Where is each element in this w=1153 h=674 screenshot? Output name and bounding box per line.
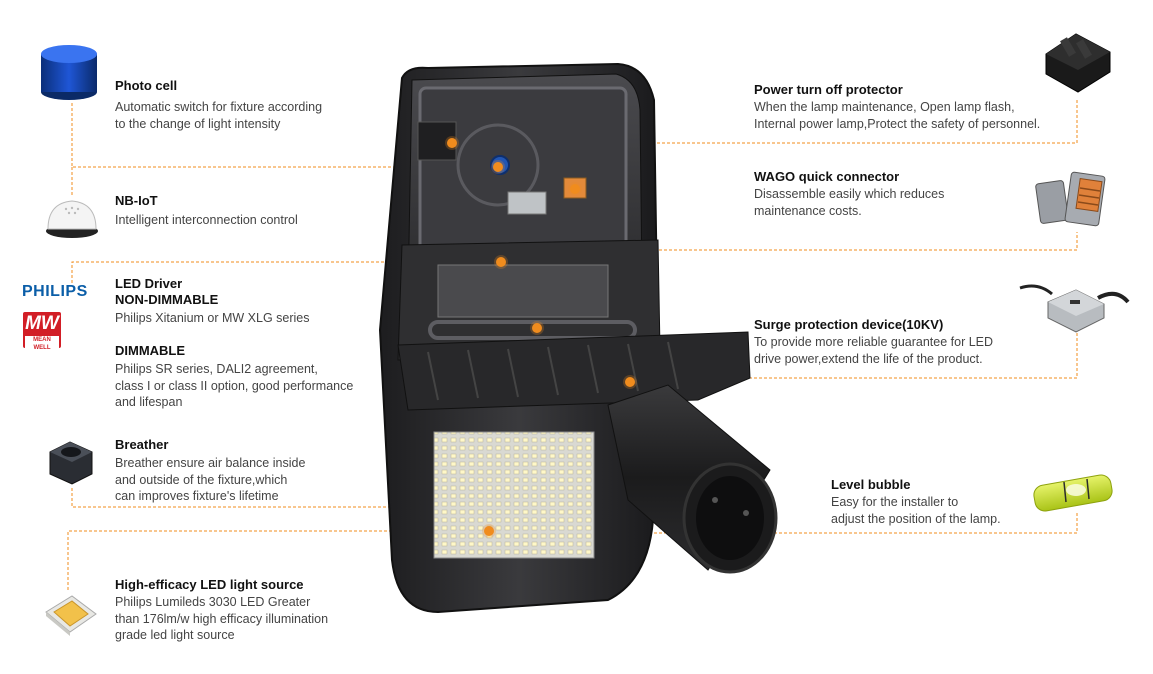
led-source-desc-line: grade led light source: [115, 628, 235, 642]
non-dimmable-desc: Philips Xitanium or MW XLG series: [115, 311, 310, 325]
surge-title: Surge protection device(10KV): [754, 317, 944, 332]
led-source-desc-line: Philips Lumileds 3030 LED Greater: [115, 595, 311, 609]
wago-connector-icon: [1035, 171, 1106, 227]
non-dimmable-subtitle: NON-DIMMABLE: [115, 292, 219, 307]
surge-desc: To provide more reliable guarantee for L…: [754, 334, 993, 367]
surge-desc-line: To provide more reliable guarantee for L…: [754, 335, 994, 349]
dimmable-subtitle: DIMMABLE: [115, 343, 186, 358]
breather-desc-line: Breather ensure air balance inside: [115, 456, 306, 470]
street-light-fixture-icon: [378, 62, 778, 614]
marker-surge: [532, 323, 542, 333]
wago-desc: Disassemble easily which reduces mainten…: [754, 186, 944, 219]
dimmable-desc-line: class I or class II option, good perform…: [115, 378, 354, 393]
marker-led-source: [484, 526, 494, 536]
surge-desc-line: drive power,extend the life of the produ…: [754, 351, 983, 366]
photo-cell-title: Photo cell: [115, 78, 178, 93]
power-protector-title: Power turn off protector: [754, 82, 903, 97]
marker-led-driver: [496, 257, 506, 267]
wago-desc-line: maintenance costs.: [754, 203, 862, 218]
breather-desc: Breather ensure air balance inside and o…: [115, 455, 305, 505]
dimmable-desc: Philips SR series, DALI2 agreement, clas…: [115, 361, 353, 411]
dimmable-desc-line: and lifespan: [115, 395, 183, 409]
marker-wago: [570, 184, 580, 194]
mean-well-logo: MW MEAN WELL: [23, 312, 61, 352]
led-source-desc-line: than 176lm/w high efficacy illumination: [115, 611, 329, 626]
level-bubble-desc: Easy for the installer to adjust the pos…: [831, 494, 1001, 527]
nb-iot-module-icon: [46, 200, 98, 238]
marker-power-protector: [447, 138, 457, 148]
led-chip-icon: [45, 595, 97, 636]
wago-title: WAGO quick connector: [754, 169, 900, 184]
mean-well-logo-text: MEAN WELL: [25, 336, 59, 352]
level-bubble-desc-line: adjust the position of the lamp.: [831, 511, 1001, 526]
power-protector-desc-line: Internal power lamp,Protect the safety o…: [754, 116, 1041, 131]
photo-cell-desc: Automatic switch for fixture according t…: [115, 99, 322, 132]
breather-desc-line: and outside of the fixture,which: [115, 472, 288, 487]
photo-cell-icon: [41, 45, 97, 100]
led-driver-title: LED Driver: [115, 276, 183, 291]
photo-cell-desc-line: Automatic switch for fixture according: [115, 100, 323, 114]
marker-photo-cell: [493, 162, 503, 172]
dimmable-desc-line: Philips SR series, DALI2 agreement,: [115, 362, 318, 376]
photo-cell-desc-line: to the change of light intensity: [115, 116, 281, 131]
level-bubble-desc-line: Easy for the installer to: [831, 495, 959, 509]
led-source-title: High-efficacy LED light source: [115, 577, 304, 592]
breather-valve-icon: [49, 441, 93, 485]
power-protector-desc: When the lamp maintenance, Open lamp fla…: [754, 99, 1040, 132]
led-source-desc: Philips Lumileds 3030 LED Greater than 1…: [115, 594, 328, 644]
surge-protector-icon: [1019, 284, 1130, 333]
wago-desc-line: Disassemble easily which reduces: [754, 187, 945, 201]
power-protector-desc-line: When the lamp maintenance, Open lamp fla…: [754, 100, 1015, 114]
level-bubble-title: Level bubble: [831, 477, 911, 492]
marker-level-bubble: [625, 377, 635, 387]
nb-iot-desc: Intelligent interconnection control: [115, 213, 298, 227]
mean-well-logo-mark: MW: [25, 313, 59, 334]
power-switch-icon: [1045, 33, 1111, 93]
level-bubble-icon: [1033, 474, 1113, 512]
nb-iot-title: NB-IoT: [115, 193, 158, 208]
breather-desc-line: can improves fixture's lifetime: [115, 489, 279, 503]
philips-logo: PHILIPS: [22, 283, 88, 300]
breather-title: Breather: [115, 437, 169, 452]
